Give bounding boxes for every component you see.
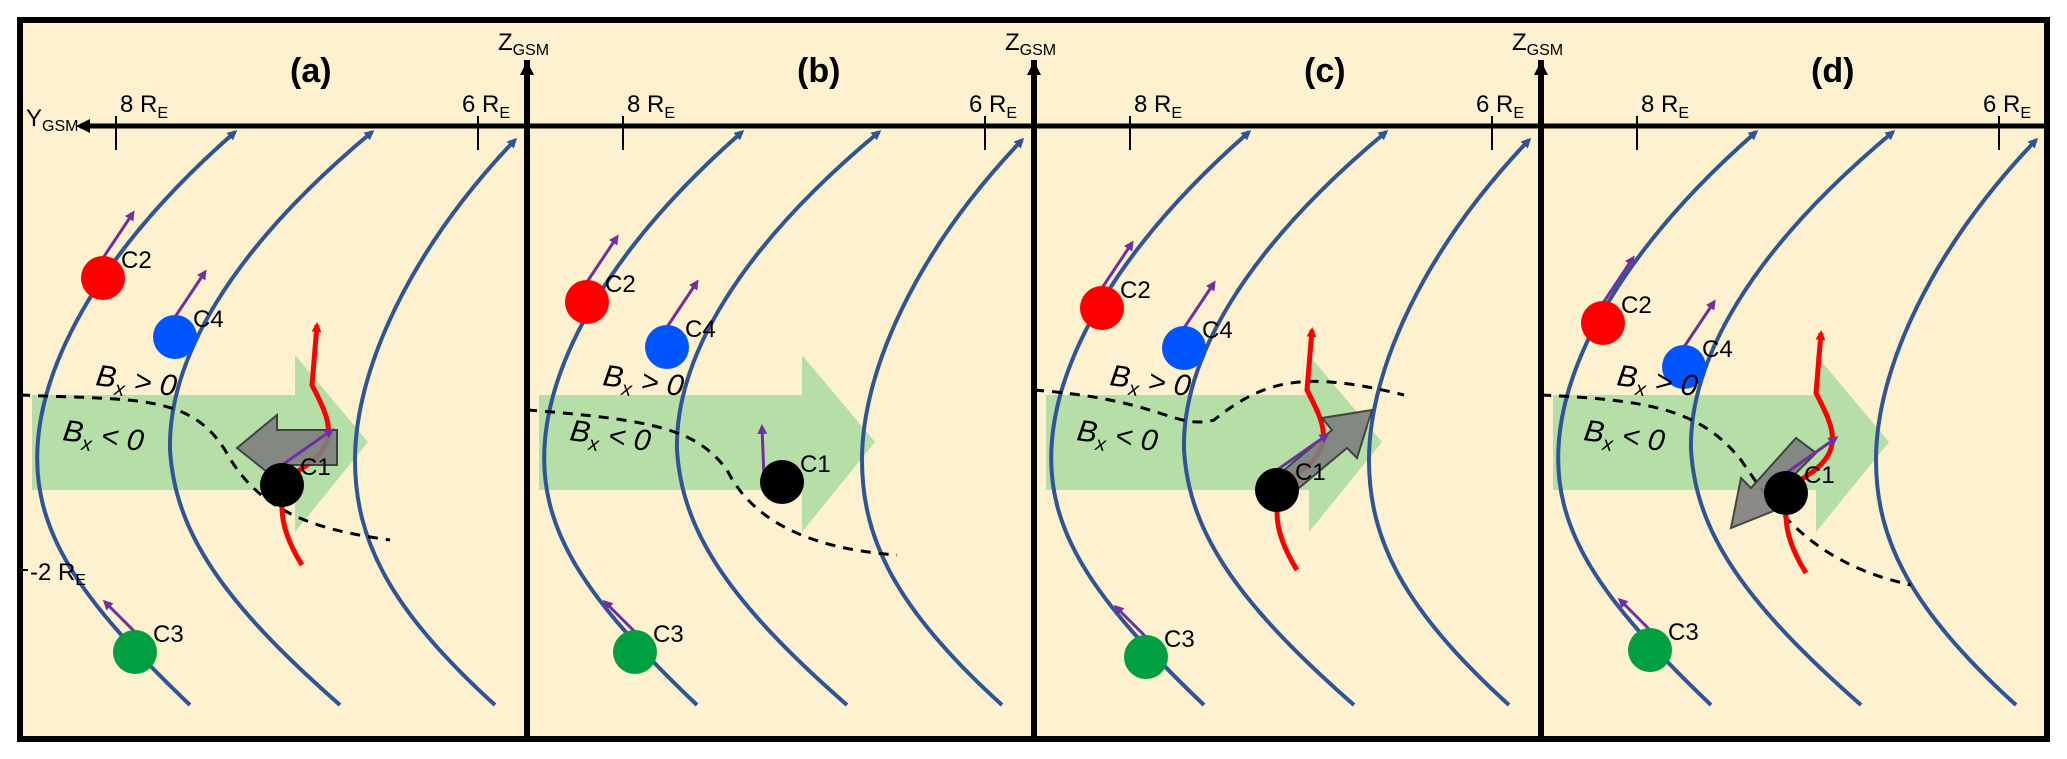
velocity-arrow: [585, 234, 619, 283]
spacecraft-c3: [1628, 628, 1672, 672]
tick-6re-label: 6 RE: [969, 91, 1017, 122]
panel-title: (a): [290, 52, 332, 90]
velocity-arrow: [757, 424, 768, 478]
bx-positive-label: Bx > 0: [600, 359, 686, 408]
field-line: [352, 137, 518, 707]
field-line: [1181, 130, 1389, 707]
velocity-arrow: [1785, 436, 1839, 475]
velocity-arrow: [602, 599, 637, 634]
z-gsm-label: ZGSM: [498, 29, 549, 59]
spacecraft-c1-label: C1: [1295, 459, 1326, 486]
bx-positive-label: Bx > 0: [1614, 359, 1700, 408]
tick-6re-label: 6 RE: [462, 91, 510, 122]
spacecraft-c1: [760, 460, 804, 504]
spacecraft-c4-label: C4: [685, 316, 716, 343]
spacecraft-c1-label: C1: [800, 451, 831, 478]
kinked-field-line: [1783, 330, 1835, 575]
tick-6re-label: 6 RE: [1983, 91, 2031, 122]
spacecraft-c2: [565, 280, 609, 324]
neutral-sheet: [1540, 393, 1912, 587]
field-line: [35, 130, 238, 707]
tick-minus2-label: -2 RE: [30, 559, 86, 589]
spacecraft-c4: [645, 325, 689, 369]
velocity-arrow: [101, 210, 135, 259]
velocity-arrow: [665, 279, 699, 328]
spacecraft-c3: [113, 630, 157, 674]
spacecraft-c2-label: C2: [1621, 292, 1652, 319]
spacecraft-c3: [1124, 635, 1168, 679]
velocity-arrow: [1276, 433, 1330, 472]
field-line: [1873, 137, 2039, 707]
bx-positive-label: Bx > 0: [93, 359, 179, 408]
field-line: [1556, 130, 1759, 707]
spacecraft-c3-label: C3: [1164, 626, 1195, 653]
panel-title: (c): [1304, 52, 1346, 90]
neutral-sheet: [19, 393, 391, 542]
spacecraft-c3: [613, 630, 657, 674]
bx-negative-label: Bx < 0: [1074, 414, 1160, 463]
z-gsm-label: ZGSM: [1005, 29, 1056, 59]
velocity-arrow: [1617, 597, 1652, 632]
spacecraft-c2-label: C2: [121, 247, 152, 274]
spacecraft-c2: [1581, 301, 1625, 345]
tick-8re-label: 8 RE: [1641, 91, 1689, 122]
neutral-sheet: [1033, 379, 1405, 424]
spacecraft-c4-label: C4: [193, 306, 224, 333]
spacecraft-c2: [1080, 286, 1124, 330]
field-line: [167, 130, 375, 707]
field-line: [859, 137, 1025, 707]
bx-negative-label: Bx < 0: [567, 414, 653, 463]
bx-negative-label: Bx < 0: [60, 414, 146, 463]
spacecraft-c3-label: C3: [153, 621, 184, 648]
spacecraft-c2-label: C2: [605, 271, 636, 298]
spacecraft-c1-label: C1: [300, 454, 331, 481]
tick-8re-label: 8 RE: [627, 91, 675, 122]
spacecraft-c4-label: C4: [1702, 336, 1733, 363]
field-line: [542, 130, 745, 707]
velocity-arrow: [281, 428, 335, 467]
velocity-arrow: [1682, 299, 1716, 348]
spacecraft-c1: [1255, 468, 1299, 512]
velocity-arrow: [102, 599, 137, 634]
tick-6re-label: 6 RE: [1476, 91, 1524, 122]
panel-title: (d): [1811, 52, 1854, 90]
spacecraft-c1: [1764, 471, 1808, 515]
spacecraft-c3-label: C3: [653, 621, 684, 648]
velocity-arrow: [1113, 604, 1148, 639]
tick-8re-label: 8 RE: [1134, 91, 1182, 122]
tick-8re-label: 8 RE: [120, 91, 168, 122]
y-gsm-label: YGSM: [26, 105, 78, 135]
neutral-sheet: [526, 408, 898, 557]
velocity-arrow: [1182, 280, 1216, 329]
spacecraft-c3-label: C3: [1668, 619, 1699, 646]
field-line: [674, 130, 882, 707]
spacecraft-c4: [1162, 326, 1206, 370]
spacecraft-c4-label: C4: [1202, 317, 1233, 344]
spacecraft-c1: [260, 463, 304, 507]
hedgehog-arrow: [235, 412, 338, 483]
spacecraft-c2-label: C2: [1120, 277, 1151, 304]
field-line: [1688, 130, 1896, 707]
panel-title: (b): [797, 52, 840, 90]
spacecraft-c4: [1662, 345, 1706, 389]
spacecraft-c2: [81, 256, 125, 300]
velocity-arrow: [173, 269, 207, 318]
spacecraft-c1-label: C1: [1804, 462, 1835, 489]
bx-positive-label: Bx > 0: [1107, 359, 1193, 408]
velocity-arrow: [1601, 255, 1635, 304]
z-gsm-label: ZGSM: [1512, 29, 1563, 59]
spacecraft-c4: [153, 315, 197, 359]
bx-negative-label: Bx < 0: [1581, 414, 1667, 463]
velocity-arrow: [1100, 240, 1134, 289]
field-line: [1366, 137, 1532, 707]
